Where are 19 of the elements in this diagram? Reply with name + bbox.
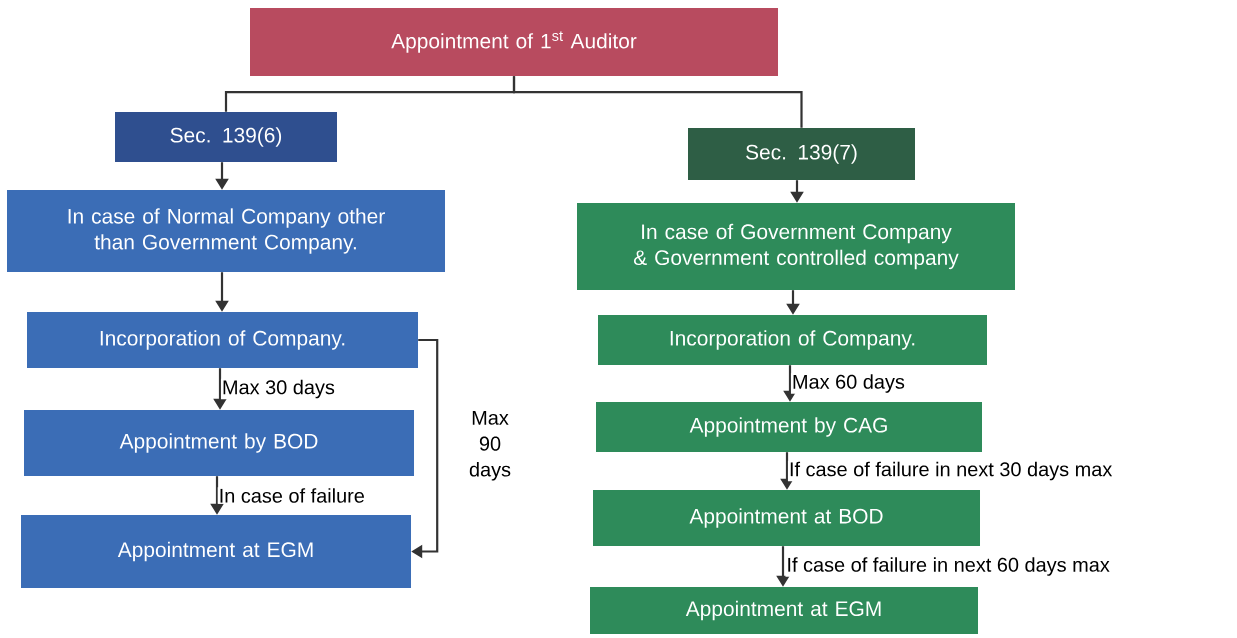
edge-label: Max 30 days	[220, 378, 336, 400]
process-box: Appointment at BOD	[593, 490, 980, 546]
connector-line	[512, 76, 803, 128]
process-box: Incorporation of Company.	[598, 315, 987, 365]
process-box: Incorporation of Company.	[27, 312, 418, 368]
process-box: Appointment at EGM	[21, 515, 411, 588]
edge-label: If case of failure in next 30 days max	[787, 460, 1114, 482]
process-box: In case of Government Company & Government controlled company	[577, 203, 1015, 290]
edge-label: In case of failure	[217, 487, 366, 504]
process-box: Appointment by CAG	[596, 402, 982, 452]
section-box: Sec. 139(6)	[115, 112, 337, 162]
process-box: Appointment by BOD	[24, 410, 414, 476]
edge-label: Max 60 days	[790, 373, 906, 394]
edge-label: Max 90 days	[458, 409, 522, 482]
process-box: In case of Normal Company other than Government Company.	[7, 190, 445, 272]
section-box: Sec. 139(7)	[688, 128, 915, 180]
title-box: Appointment of 1$^{st}$ Auditor	[250, 8, 778, 76]
edge-label: If case of failure in next 60 days max	[785, 556, 1111, 577]
process-box: Appointment at EGM	[590, 587, 978, 634]
